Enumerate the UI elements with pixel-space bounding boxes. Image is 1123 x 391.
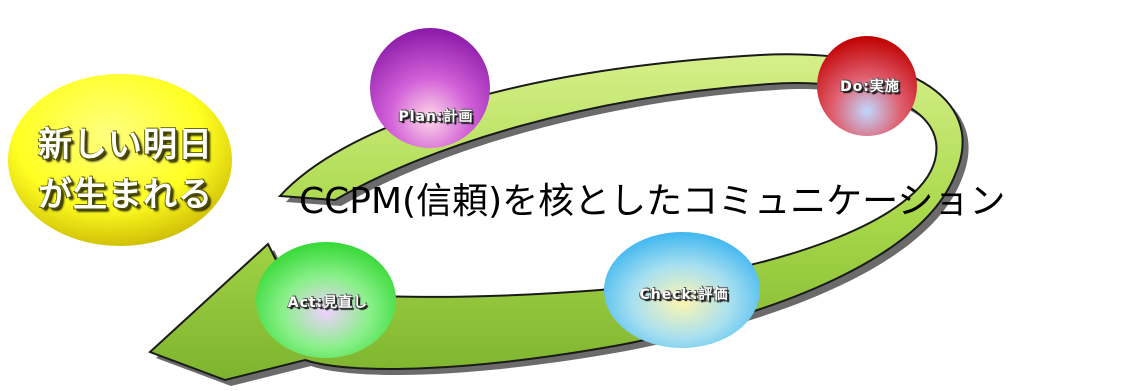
act-node <box>256 242 396 358</box>
badge-text-line1: 新しい明日 <box>38 125 213 165</box>
do-node <box>817 36 917 136</box>
plan-node <box>370 28 490 148</box>
badge-circle <box>8 74 232 246</box>
plan-label: Plan:計画 <box>398 109 474 125</box>
check-label: Check:評価 <box>639 287 729 303</box>
badge-text-line2: が生まれる <box>38 175 213 215</box>
do-label: Do:実施 <box>840 79 900 95</box>
check-node <box>604 232 760 348</box>
act-label: Act:見直し <box>287 295 369 311</box>
main-title: CCPM(信頼)を核としたコミュニケーション <box>299 181 1006 222</box>
